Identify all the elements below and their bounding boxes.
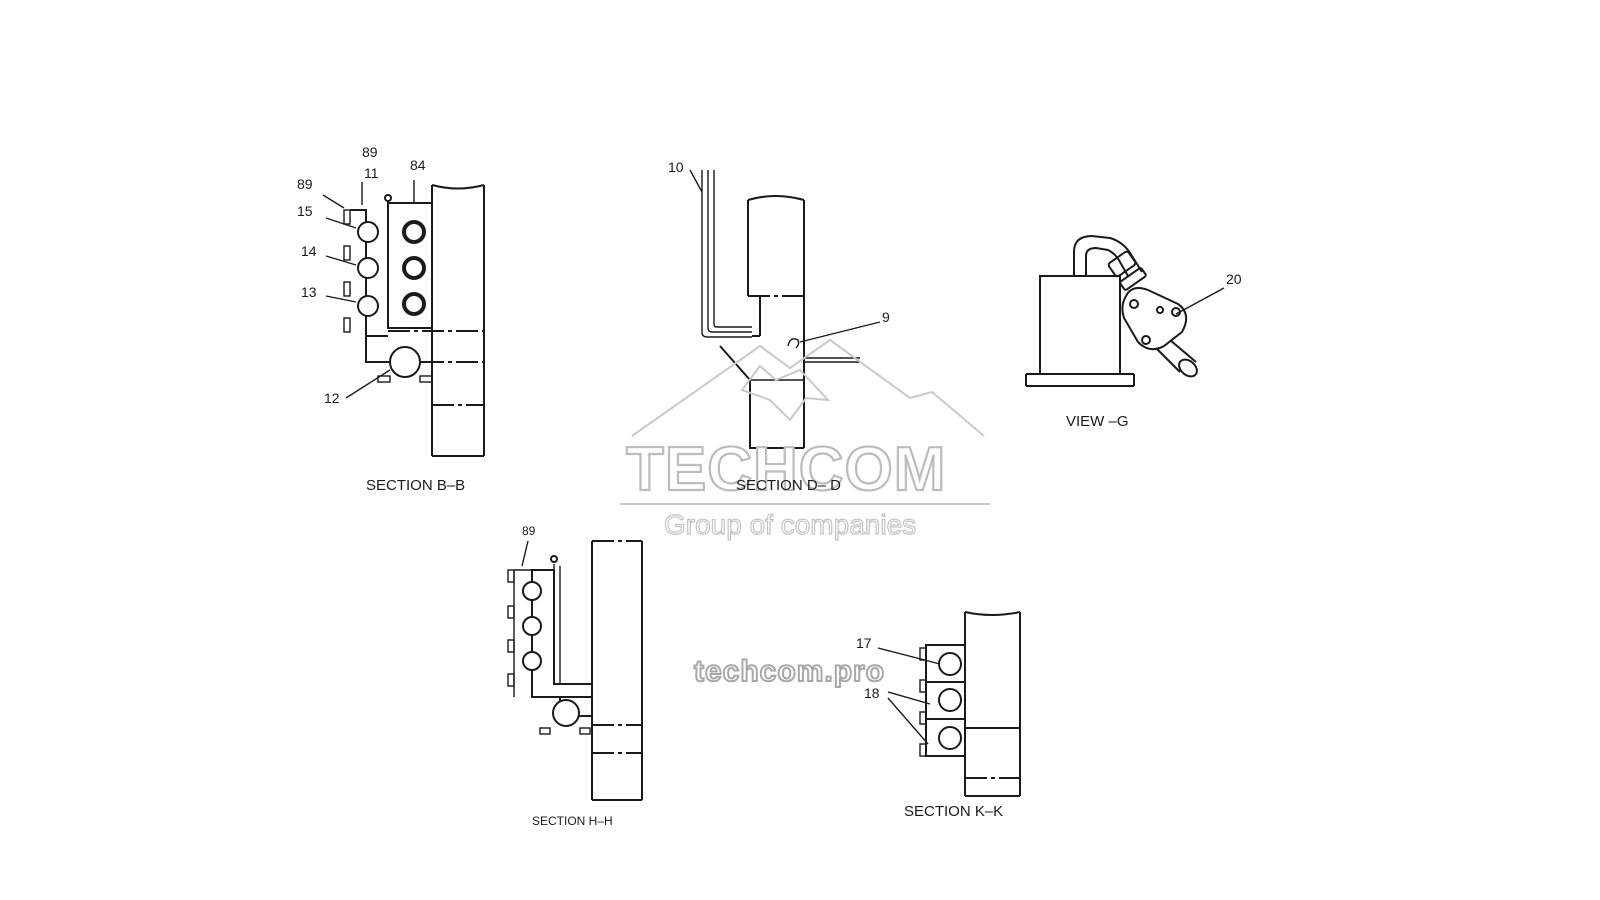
hh-clamp-hole (522, 651, 542, 671)
watermark-brand: TECHCOM (626, 435, 946, 504)
bb-callout-84: 84 (410, 157, 426, 173)
g-flange-bolt (1156, 306, 1164, 314)
bb-callout-13: 13 (301, 284, 317, 300)
hh-inner-plate (553, 564, 592, 685)
kk-frame-break (964, 611, 1021, 616)
bb-bolt-nut (419, 375, 433, 383)
g-flange-hole (1141, 335, 1151, 345)
bb-clamp-hole-12 (389, 346, 421, 378)
hh-pin (550, 555, 558, 563)
bb-clamp-hole-14 (357, 257, 379, 279)
hh-bolt-head (507, 673, 515, 687)
kk-bolt-head (919, 679, 927, 693)
hh-bolt-head (507, 569, 515, 583)
section-hh: 89 SECTION H–H (507, 524, 643, 828)
bb-callout-11: 11 (364, 165, 379, 181)
view-g-caption: VIEW –G (1066, 413, 1129, 430)
bb-callout-14: 14 (301, 243, 317, 259)
kk-bolt-head (919, 743, 927, 757)
bb-frame-break (431, 184, 485, 190)
section-bb: 89 11 84 89 15 14 13 12 SECTION B–B (297, 144, 485, 494)
bb-inner-plate (387, 202, 432, 329)
section-hh-caption: SECTION H–H (532, 814, 613, 828)
hh-bolt-nut (539, 727, 551, 735)
section-bb-caption: SECTION B–B (366, 477, 465, 494)
bb-leader-13 (325, 295, 357, 303)
kk-bolt-head (919, 711, 927, 725)
bb-bolt-nut (377, 375, 391, 383)
g-tail-pipe-bottom (1169, 339, 1197, 363)
dd-clip (787, 338, 800, 349)
dd-pipe-inner (707, 170, 752, 333)
kk-clamp-block (925, 644, 966, 757)
dd-leader-9 (799, 321, 881, 343)
g-elbow-inner (1085, 246, 1129, 277)
hh-callout-89: 89 (522, 524, 536, 538)
watermark-mountain-inner (740, 364, 831, 422)
hh-bolt-head (507, 639, 515, 653)
bb-leader-15 (325, 217, 357, 229)
g-block (1039, 275, 1121, 375)
hh-clamp-hole (522, 616, 542, 636)
bb-clamp-hole-15 (357, 221, 379, 243)
kk-leader-18a (887, 691, 931, 705)
kk-callout-18: 18 (864, 685, 880, 701)
g-tail-pipe-end (1178, 358, 1198, 378)
bb-leader-14 (325, 255, 357, 266)
section-dd: 10 9 (668, 159, 890, 449)
kk-callout-17: 17 (856, 635, 872, 651)
watermark-url: techcom.pro (694, 655, 885, 688)
kk-clamp-hole-18a (938, 688, 962, 712)
bb-pipe-hole (402, 220, 426, 244)
bb-bolt-head (343, 245, 351, 261)
hh-clamp-hole (522, 581, 542, 601)
techcom-watermark: TECHCOM Group of companies techcom.pro (620, 338, 990, 689)
g-callout-20: 20 (1226, 271, 1242, 287)
kk-clamp-hole-18b (938, 726, 962, 750)
bb-pipe-hole (402, 292, 426, 316)
hh-bolt-nut (579, 727, 591, 735)
bb-clamp-hole-13 (357, 295, 379, 317)
dd-callout-9: 9 (882, 309, 890, 325)
bb-leader-12 (345, 369, 391, 399)
bb-leader-89 (322, 194, 345, 209)
view-g: 20 VIEW –G (1025, 234, 1242, 430)
bb-pipe-hole (402, 256, 426, 280)
g-flange (1121, 287, 1188, 351)
bb-callout-15: 15 (297, 203, 313, 219)
section-dd-caption: SECTION D– D (736, 477, 841, 494)
kk-leader-18b (887, 697, 929, 745)
kk-leader-17 (877, 647, 941, 665)
dd-leader-10 (689, 169, 703, 193)
hh-large-hole (552, 699, 580, 727)
bb-pin (384, 194, 392, 202)
section-kk: 17 18 SECTION K–K (856, 611, 1021, 820)
watermark-tagline: Group of companies (664, 509, 916, 540)
g-flange-hole (1129, 299, 1139, 309)
dd-pipe-inner-2 (713, 170, 752, 328)
kk-clamp-hole-17 (938, 652, 962, 676)
dd-pipe-outer (701, 170, 752, 338)
bb-bolt-head (343, 281, 351, 297)
bb-callout-89-left: 89 (297, 176, 313, 192)
g-elbow-outer (1073, 234, 1143, 276)
hh-leader-89 (521, 540, 529, 567)
dd-column-break (747, 195, 805, 201)
section-kk-caption: SECTION K–K (904, 803, 1003, 820)
g-tail-pipe-top (1155, 347, 1181, 373)
watermark-mountain-outline (631, 338, 985, 437)
bb-callout-89-top: 89 (362, 144, 378, 160)
g-coupling (1107, 250, 1137, 278)
g-nut (1119, 267, 1147, 291)
bb-bolt-head (343, 317, 351, 333)
bb-callout-12: 12 (324, 390, 340, 406)
g-leader-20 (1175, 287, 1225, 315)
bb-bolt-head (343, 209, 351, 225)
dd-callout-10: 10 (668, 159, 684, 175)
hh-bolt-head (507, 605, 515, 619)
